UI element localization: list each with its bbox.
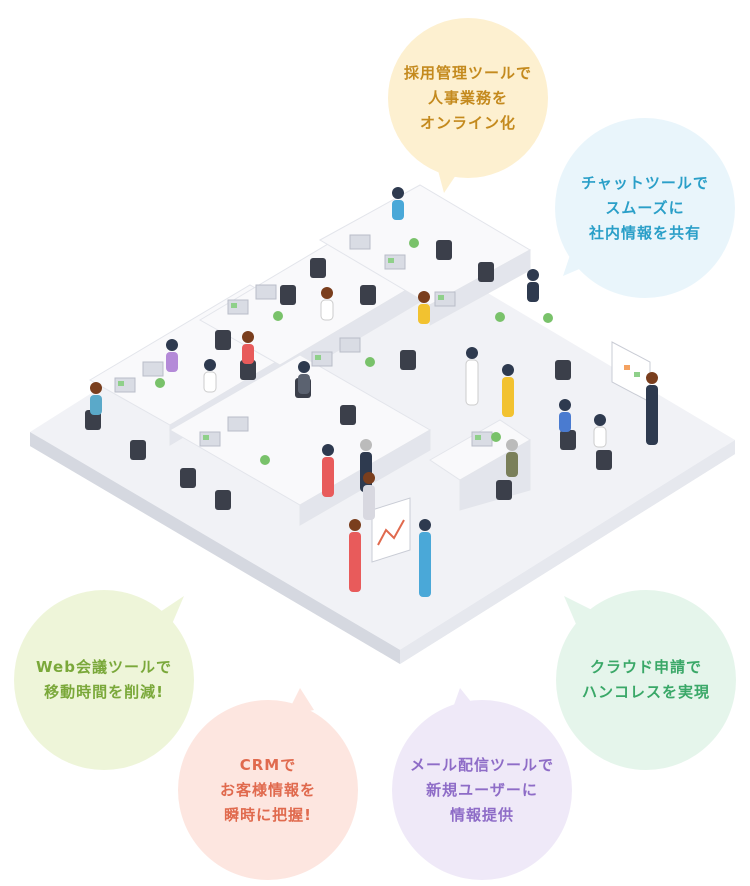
- bubble-tail: [436, 163, 460, 193]
- bubble-chat: チャットツールで スムーズに 社内情報を共有: [555, 118, 735, 298]
- bubble-recruitment: 採用管理ツールで 人事業務を オンライン化: [388, 18, 548, 193]
- bubble-cloud: クラウド申請で ハンコレスを実現: [556, 590, 736, 770]
- bubble-tail: [450, 688, 476, 716]
- bubble-tail: [563, 246, 591, 276]
- bubble-mail-text: メール配信ツールで 新規ユーザーに 情報提供: [409, 755, 554, 824]
- bubble-crm: CRMで お客様情報を 瞬時に把握!: [178, 688, 358, 880]
- bubble-chat-text: チャットツールで スムーズに 社内情報を共有: [581, 173, 709, 242]
- people: [90, 187, 658, 597]
- bubble-crm-text: CRMで お客様情報を 瞬時に把握!: [219, 755, 316, 824]
- bubble-recruitment-text: 採用管理ツールで 人事業務を オンライン化: [403, 63, 532, 132]
- bubble-cloud-text: クラウド申請で ハンコレスを実現: [581, 658, 710, 701]
- bubble-tail: [154, 596, 184, 624]
- plants: [155, 238, 553, 465]
- bubble-web-meeting-text: Web会議ツールで 移動時間を削減!: [36, 658, 172, 701]
- monitor-screens: [118, 258, 481, 440]
- bubble-tail: [286, 688, 314, 716]
- bubble-mail: メール配信ツールで 新規ユーザーに 情報提供: [392, 688, 572, 880]
- bubble-web-meeting: Web会議ツールで 移動時間を削減!: [14, 590, 194, 770]
- whiteboards: [371, 341, 651, 563]
- bubble-tail: [564, 596, 592, 624]
